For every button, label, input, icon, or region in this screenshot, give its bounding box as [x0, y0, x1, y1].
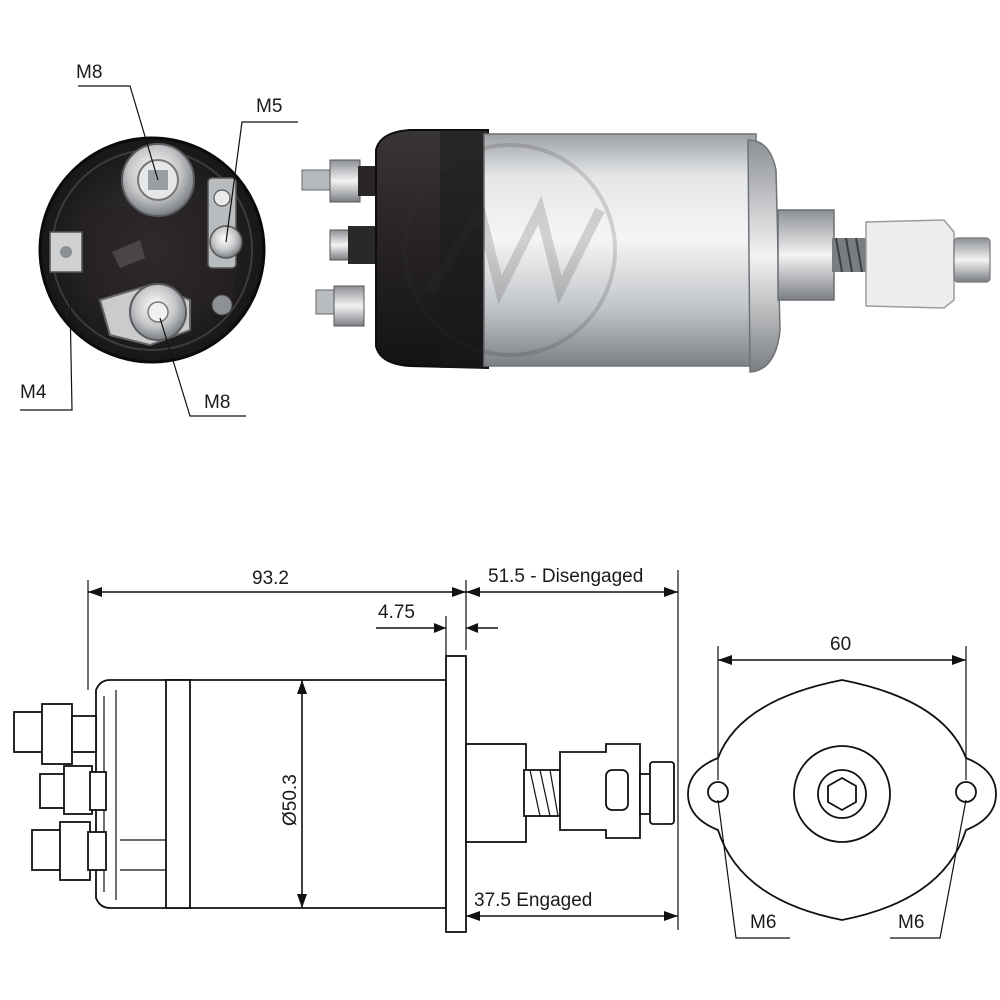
dim-engaged: 37.5 Engaged — [466, 890, 678, 921]
dim-37-5-engaged: 37.5 Engaged — [474, 890, 592, 911]
side-terminal-studs — [301, 159, 380, 327]
dim-disengaged: 51.5 - Disengaged — [466, 566, 679, 930]
leader-m8-bottom — [159, 317, 246, 417]
plunger-nut — [953, 237, 991, 283]
side-view-drawing: 93.2 51.5 - Disengaged 4.75 Ø50.3 3 — [13, 566, 679, 933]
flange-plunger-hex — [827, 776, 857, 812]
dim-diameter-50-3: Ø50.3 — [280, 774, 301, 826]
dim-60: 60 — [830, 634, 851, 655]
drawing-cap-ring — [165, 679, 191, 909]
watermark — [403, 143, 617, 357]
mount-hole-right — [955, 781, 977, 803]
drawing-yoke — [559, 743, 641, 839]
drawing-plunger-nut — [649, 761, 675, 825]
callout-m6-left: M6 — [750, 912, 776, 933]
end-face-view — [38, 136, 266, 364]
flange-front-view: 60 M6 M6 — [687, 634, 997, 939]
drawing-plunger-boss — [465, 743, 527, 843]
end-face-callouts: M8 M5 M4 M8 — [20, 62, 298, 417]
dim-4-75: 4.75 — [378, 602, 415, 623]
dim-flange-width: 60 — [717, 634, 967, 780]
callout-m8-bottom: M8 — [204, 392, 230, 413]
drawing-body — [95, 679, 447, 909]
mount-hole-left — [707, 781, 729, 803]
terminal-stud-bottom — [98, 283, 191, 347]
leader-m6-left — [717, 799, 790, 939]
dim-diameter: Ø50.3 — [280, 680, 307, 908]
leader-m4 — [20, 299, 73, 411]
callout-m8-top: M8 — [76, 62, 102, 83]
dim-body-length: 93.2 — [87, 568, 467, 690]
callout-m6-right: M6 — [898, 912, 924, 933]
dim-flange-thickness: 4.75 — [376, 602, 498, 656]
drawing-terminals — [13, 703, 107, 881]
leader-m5 — [225, 121, 298, 243]
plunger-boss — [777, 209, 835, 301]
terminal-left-small — [49, 231, 83, 273]
mounting-flange — [747, 139, 781, 373]
plunger-yoke — [865, 219, 955, 309]
drawing-flange — [445, 655, 467, 933]
side-view-photo — [301, 129, 991, 373]
dim-51-5-disengaged: 51.5 - Disengaged — [488, 566, 643, 587]
callout-m4: M4 — [20, 382, 47, 403]
callout-m5: M5 — [256, 96, 282, 117]
dim-93-2: 93.2 — [252, 568, 289, 589]
leader-m6-right — [890, 799, 967, 939]
solenoid-can — [483, 133, 757, 367]
terminal-right-small — [207, 177, 243, 269]
leader-m8-top — [78, 85, 159, 181]
